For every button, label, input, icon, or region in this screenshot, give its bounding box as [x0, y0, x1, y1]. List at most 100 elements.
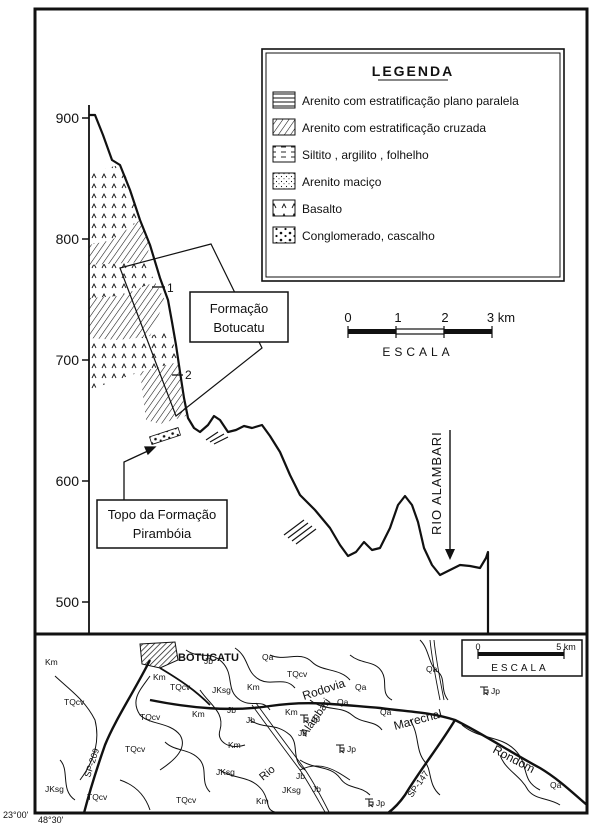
tr-jp-unit: Jp — [300, 714, 320, 724]
legend-swatch-cruzada — [272, 118, 296, 136]
tr-jp-label: Jp — [491, 686, 500, 696]
map-unit: Jb — [227, 705, 236, 715]
legend-frame-outer — [261, 48, 565, 282]
river-lines — [251, 639, 445, 813]
column-basalto-mid — [89, 262, 155, 298]
map-unit: JKsg — [282, 785, 301, 795]
outer-frame — [33, 7, 589, 815]
map-unit: JKsg — [45, 784, 64, 794]
tick-label-500: 500 — [56, 594, 80, 610]
map-unit: Km — [192, 709, 205, 719]
map-unit: TQcv — [287, 669, 308, 679]
tr-ligature-glyph — [336, 744, 345, 754]
tr-ligature-glyph — [365, 798, 374, 808]
formation-label-line1: Formação — [210, 301, 269, 316]
profile-scale-tick-1: 1 — [394, 310, 401, 325]
formation-label-line2: Botucatu — [213, 320, 264, 335]
tr-ligature-glyph — [480, 686, 489, 696]
map-unit: Qa — [355, 682, 367, 692]
map-unit: Qa — [262, 652, 274, 662]
road-name-rondom: Rondom — [491, 742, 538, 776]
map-unit: Km — [45, 657, 58, 667]
profile-scale-title: ESCALA — [382, 345, 453, 359]
map-unit: Jb — [246, 715, 255, 725]
map-unit: Km — [256, 796, 269, 806]
city-label: BOTUCATU — [178, 652, 239, 664]
map-scale-title: ESCALA — [491, 663, 548, 674]
tr-jp-label: Jp — [376, 798, 385, 808]
profile-panel: 900 800 700 600 500 1 2 — [56, 48, 565, 634]
legend-label-conglomerado: Conglomerado, cascalho — [302, 229, 435, 243]
map-scale-tick-1: 5 km — [556, 642, 576, 652]
map-unit: Qa — [426, 664, 438, 674]
map-unit: TQcv — [140, 712, 161, 722]
map-unit: TQcv — [176, 795, 197, 805]
map-scale-tick-0: 0 — [475, 642, 480, 652]
elevation-ticks — [82, 117, 89, 603]
map-scale-box — [461, 639, 583, 677]
map-unit: Km — [153, 672, 166, 682]
legend-label-siltito: Siltito , argilito , folhelho — [302, 148, 429, 162]
legend-swatch-plano — [272, 91, 296, 109]
marker-1-label: 1 — [167, 281, 174, 295]
legend-swatch-macico — [272, 172, 296, 190]
map-unit: Km — [247, 682, 260, 692]
tr-jp-label: Jp — [347, 744, 356, 754]
tr-jp-unit: Jp — [336, 744, 356, 754]
legend-label-plano: Arenito com estratificação plano paralel… — [302, 94, 519, 108]
column-cruzada-c — [140, 362, 186, 424]
road-sp-147 — [387, 719, 457, 814]
map-unit: Km — [228, 740, 241, 750]
column-cruzada-a — [89, 220, 150, 265]
map-unit: Jb — [298, 728, 307, 738]
legend-swatch-basalto — [272, 199, 296, 217]
map-scale-bar — [477, 649, 565, 659]
terrain-profile — [89, 113, 490, 634]
map-unit: Jb — [312, 784, 321, 794]
map-unit: Km — [285, 707, 298, 717]
road-local — [159, 667, 211, 706]
map-unit: Qa — [337, 697, 349, 707]
legend-frame-inner — [265, 52, 561, 278]
botucatu-city-area — [139, 641, 179, 669]
map-unit: TQcv — [170, 682, 191, 692]
map-panel: BOTUCATU — [45, 639, 588, 814]
formation-label-box — [189, 291, 289, 343]
map-unit: TQcv — [125, 744, 146, 754]
map-unit: TQcv — [87, 792, 108, 802]
tr-ligature-glyph — [300, 714, 309, 724]
road-marechal-rondom — [149, 698, 588, 806]
profile-scale-tick-2: 2 — [441, 310, 448, 325]
river-arrow — [445, 430, 455, 560]
coord-longitude: 48°30' — [38, 815, 64, 825]
tick-label-900: 900 — [56, 110, 80, 126]
map-unit-labels: Km TQcv Km Jb Qa TQcv JKsg Km TQcv Km Jb… — [45, 652, 562, 806]
cross-bedding-notes — [205, 431, 317, 545]
map-unit: Jb — [296, 771, 305, 781]
map-unit: JKsg — [216, 767, 235, 777]
legend-title: LEGENDA — [372, 63, 454, 79]
legend-label-macico: Arenito maciço — [302, 175, 382, 189]
map-unit: Qa — [550, 780, 562, 790]
topo-label-line2: Pirambóia — [133, 526, 192, 541]
profile-scale-tick-0: 0 — [344, 310, 351, 325]
map-unit: Qa — [380, 707, 392, 717]
tr-jp-unit: Jp — [365, 798, 385, 808]
tr-jp-unit: Jp — [480, 686, 500, 696]
map-unit: TQcv — [64, 697, 85, 707]
tick-label-800: 800 — [56, 231, 80, 247]
river-label: RIO ALAMBARI — [429, 431, 444, 535]
topo-label-box — [96, 499, 228, 549]
coord-latitude: 23°00' — [3, 810, 29, 820]
map-unit: JKsg — [212, 685, 231, 695]
legend: LEGENDA Arenito com estratificação plano… — [261, 48, 565, 282]
column-basalto-low — [89, 330, 178, 390]
topo-label-line1: Topo da Formação — [108, 507, 216, 522]
profile-scale-tick-3: 3 km — [487, 310, 515, 325]
tr-jp-label: Jp — [311, 714, 320, 724]
legend-swatch-siltito — [272, 145, 296, 163]
tick-label-700: 700 — [56, 352, 80, 368]
map-unit: Jb — [204, 656, 213, 666]
river-name-rio: Rio — [257, 763, 277, 783]
